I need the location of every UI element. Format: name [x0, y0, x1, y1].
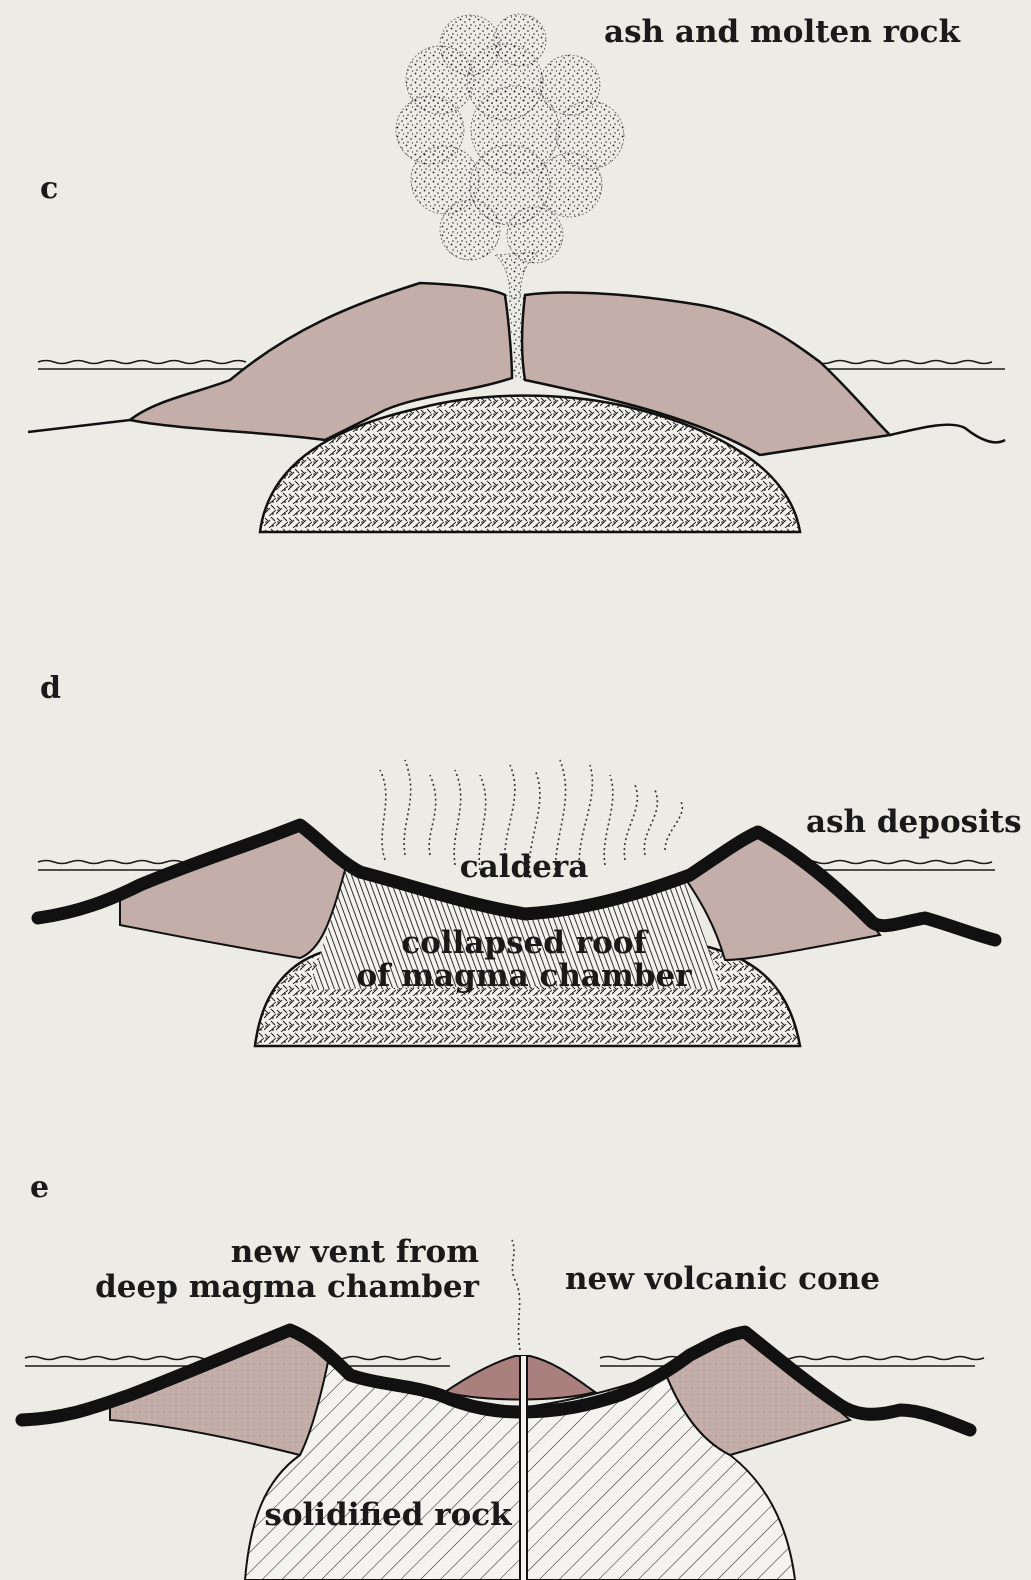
label-new-vent-line1: new vent from	[231, 1234, 479, 1270]
new-vent-fill	[521, 1356, 526, 1580]
panel-e: e new vent from deep magma chamber new v…	[22, 1170, 984, 1580]
panel-label-c: c	[40, 171, 58, 206]
label-ash-and-molten-rock: ash and molten rock	[604, 14, 961, 50]
label-collapsed-roof-line2: of magma chamber	[356, 958, 692, 994]
panel-d: d ash deposits caldera collapsed roof of…	[38, 671, 1022, 1046]
label-new-volcanic-cone: new volcanic cone	[565, 1261, 880, 1297]
water-surface-right	[800, 361, 1005, 370]
label-ash-deposits: ash deposits	[806, 804, 1022, 840]
vent-smoke	[512, 1240, 520, 1350]
label-new-vent-line2: deep magma chamber	[95, 1269, 480, 1305]
water-surface-right	[800, 861, 995, 871]
panel-label-e: e	[30, 1170, 49, 1205]
ash-cloud	[396, 14, 624, 298]
label-caldera: caldera	[460, 849, 589, 885]
panel-label-d: d	[40, 671, 61, 706]
label-collapsed-roof-line1: collapsed roof	[401, 925, 648, 961]
label-solidified-rock: solidified rock	[264, 1497, 513, 1533]
panel-c: c ash and molten rock	[28, 14, 1005, 532]
water-surface-left	[38, 361, 246, 370]
